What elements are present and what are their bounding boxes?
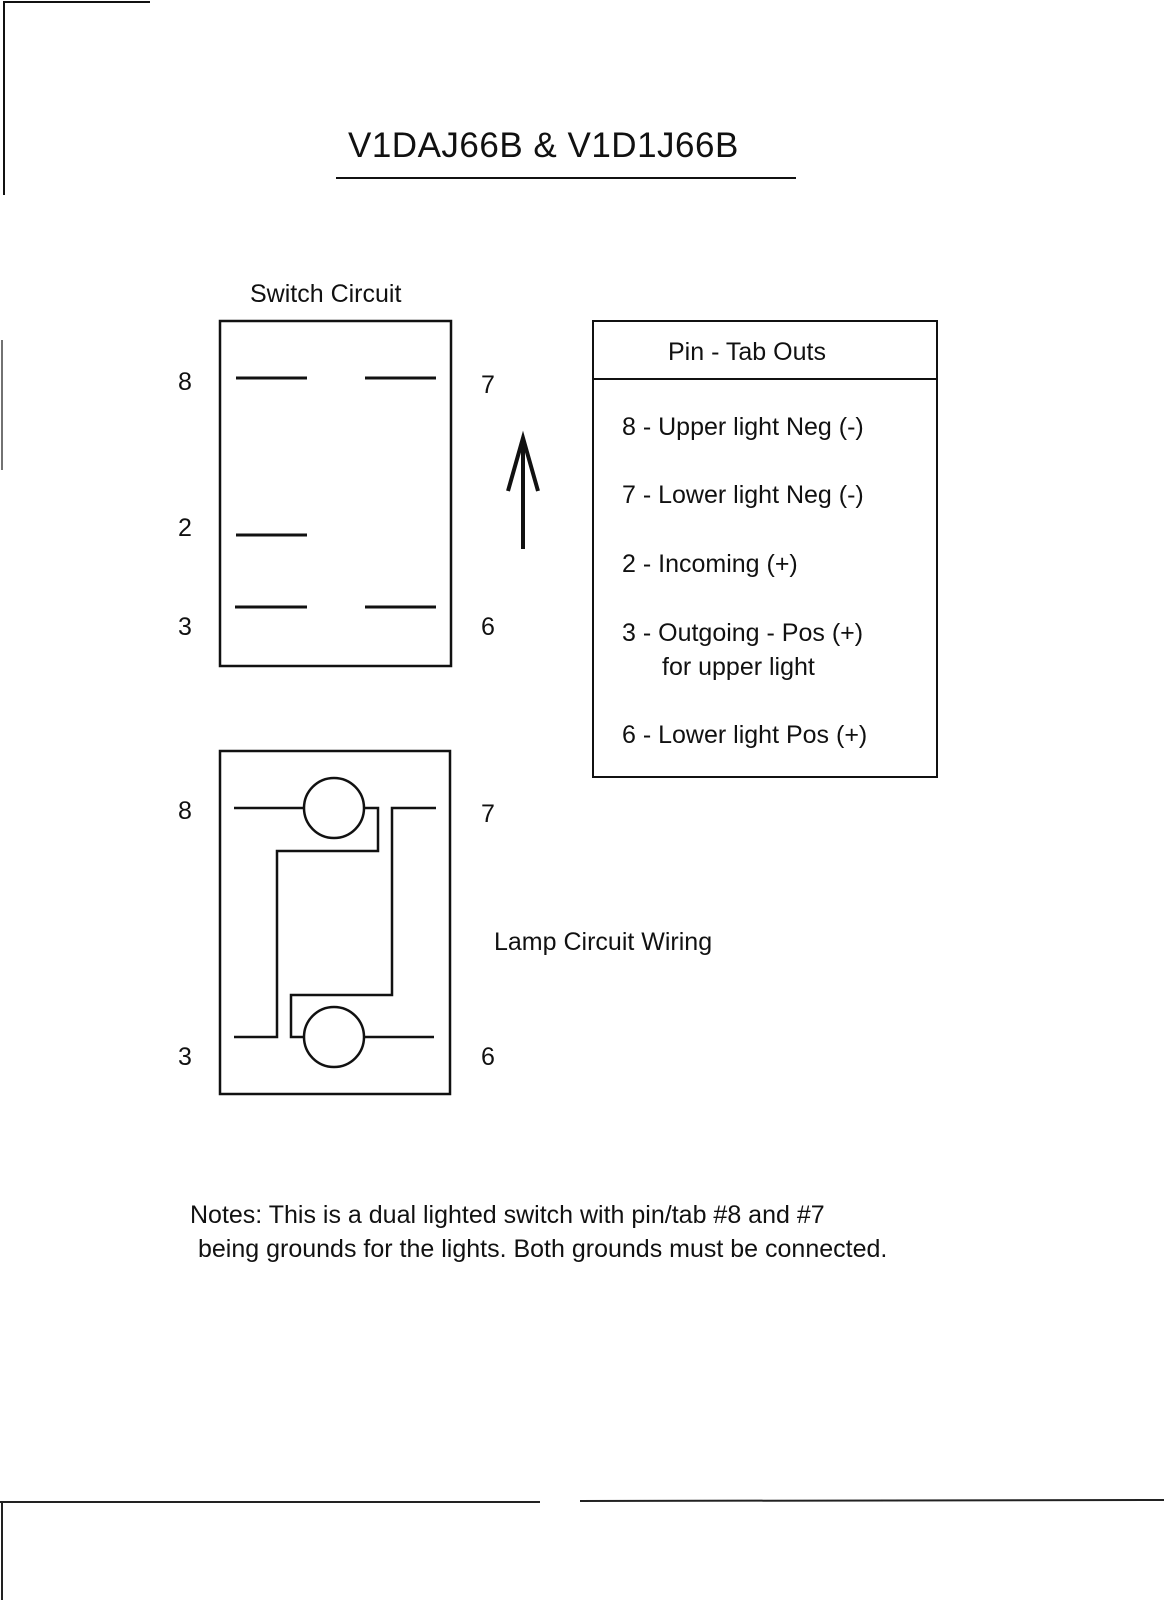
notes: Notes: This is a dual lighted switch wit… xyxy=(190,1198,887,1266)
switch-pin-3: 3 xyxy=(178,613,192,641)
switch-pin-6: 6 xyxy=(481,613,495,641)
switch-circuit-label: Switch Circuit xyxy=(250,280,402,308)
pin-table-item: 6 - Lower light Pos (+) xyxy=(622,721,868,749)
page-corner-mark xyxy=(3,1,150,195)
arrow-up-icon xyxy=(506,430,540,549)
lamp-pin-3: 3 xyxy=(178,1043,192,1071)
switch-circuit-box xyxy=(218,319,453,668)
pin-table-title: Pin - Tab Outs xyxy=(668,338,826,366)
page-title: V1DAJ66B & V1D1J66B xyxy=(348,126,739,165)
wire-7-to-lower-lamp xyxy=(289,806,436,1039)
wire-upper-lamp-to-3 xyxy=(234,806,380,1039)
title-underline xyxy=(336,177,796,179)
lamp-circuit-label: Lamp Circuit Wiring xyxy=(494,928,713,956)
switch-pin-8: 8 xyxy=(178,368,192,396)
switch-circuit-diagram xyxy=(218,319,453,668)
lamp-circuit-diagram xyxy=(218,749,452,1096)
lamp-pin-6: 6 xyxy=(481,1043,495,1071)
pin-table-header: Pin - Tab Outs xyxy=(594,322,936,380)
switch-pin-7: 7 xyxy=(481,371,495,399)
upper-lamp-icon xyxy=(302,776,366,840)
lamp-pin-8: 8 xyxy=(178,797,192,825)
pin-table-item: 8 - Upper light Neg (-) xyxy=(622,413,864,441)
pin-table-item: 2 - Incoming (+) xyxy=(622,550,798,578)
lamp-pin-7: 7 xyxy=(481,800,495,828)
pin-table-item: 7 - Lower light Neg (-) xyxy=(622,481,864,509)
lower-lamp-icon xyxy=(302,1005,366,1069)
bottom-rule xyxy=(0,1499,1164,1503)
notes-line-2: being grounds for the lights. Both groun… xyxy=(198,1235,888,1263)
pin-table-item: 3 - Outgoing - Pos (+) xyxy=(622,619,864,647)
switch-pin-2: 2 xyxy=(178,514,192,542)
lamp-circuit-box xyxy=(218,749,452,1096)
notes-line-1: Notes: This is a dual lighted switch wit… xyxy=(190,1201,825,1229)
pin-table-item-continuation: for upper light xyxy=(662,653,815,681)
pin-tab-outs-table: Pin - Tab Outs 8 - Upper light Neg (-) 7… xyxy=(592,320,938,778)
